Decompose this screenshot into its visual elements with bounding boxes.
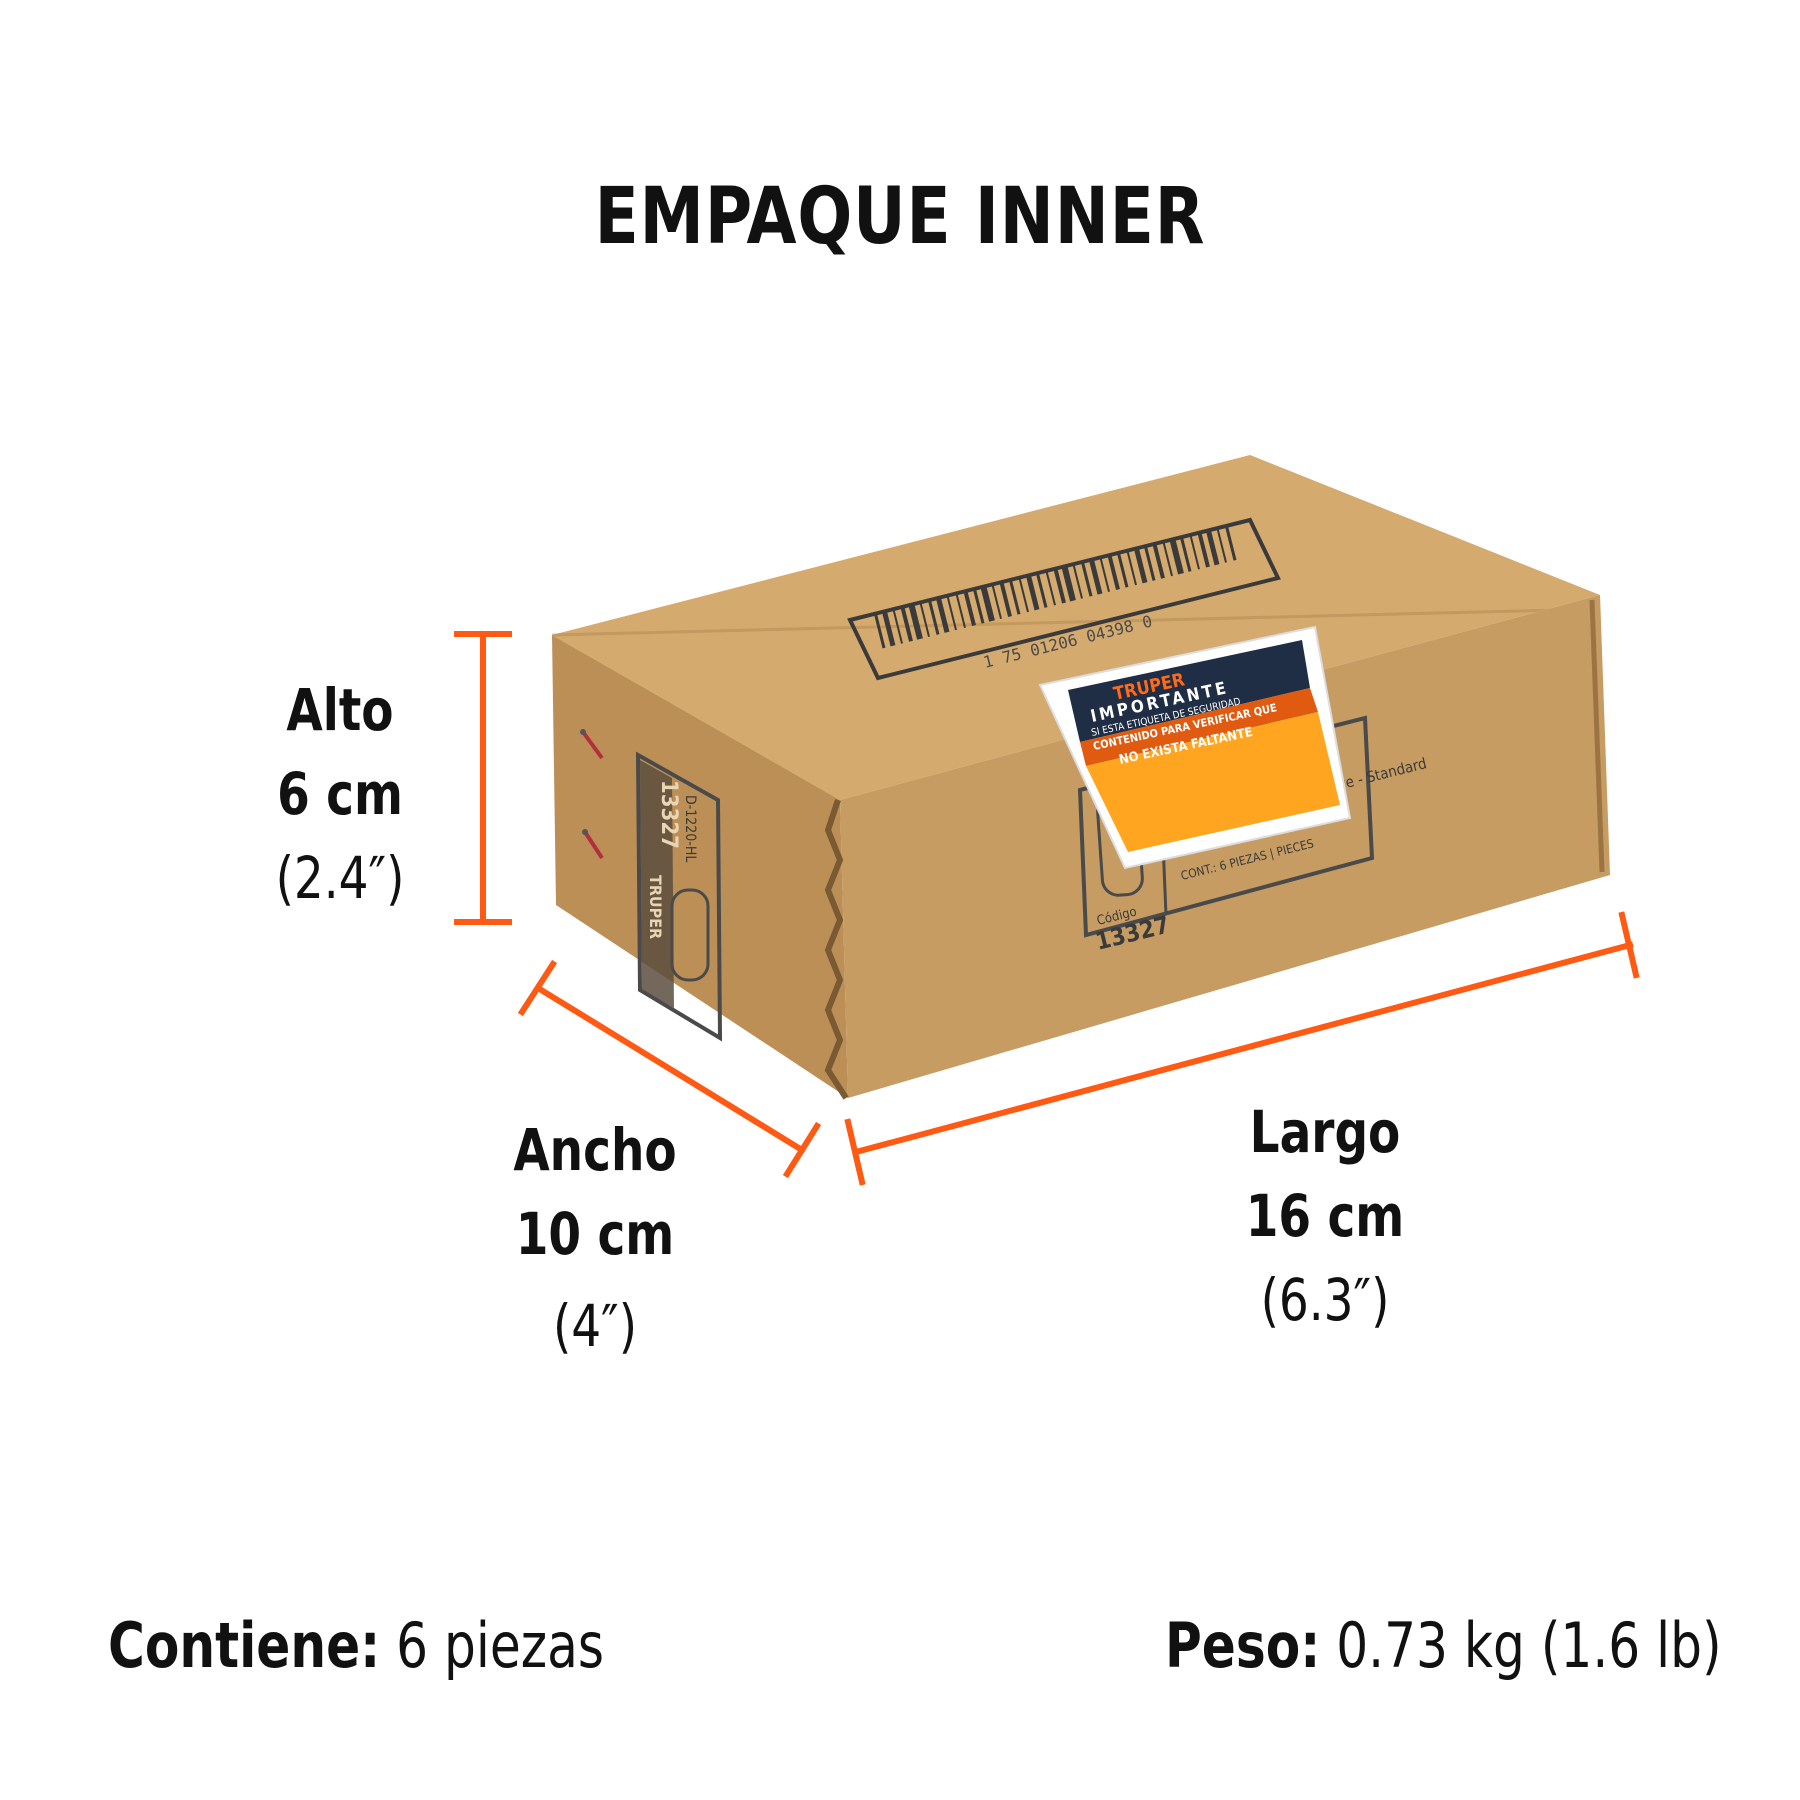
length-dimension-line (844, 911, 1640, 1186)
side-brand: TRUPER (646, 875, 665, 939)
height-name: Alto (286, 676, 394, 744)
barcode-bar (1116, 550, 1129, 588)
staple-top (580, 729, 604, 760)
barcode-bar (991, 582, 1002, 619)
width-label: Ancho 10 cm (4″) (492, 1108, 699, 1368)
staple-bottom (582, 829, 604, 860)
length-imperial: (6.3″) (1260, 1266, 1390, 1334)
barcode-bar (1133, 546, 1148, 584)
barcode-bar (919, 600, 930, 637)
barcode-bar (1061, 564, 1076, 602)
height-label: Alto 6 cm (2.4″) (250, 668, 430, 920)
barcode-bar (1216, 526, 1227, 563)
barcode-bar (1053, 566, 1066, 604)
width-name: Ancho (513, 1116, 677, 1184)
height-metric: 6 cm (277, 760, 403, 828)
box-side-face (552, 635, 848, 1098)
barcode-bar (999, 580, 1012, 617)
barcode-bar (1099, 555, 1110, 592)
side-model: D-1220-HL (682, 795, 698, 862)
barcode-bar (892, 607, 903, 644)
barcode-bar (1035, 571, 1048, 608)
barcode-bar (1152, 541, 1165, 579)
length-label: Largo 16 cm (6.3″) (1222, 1090, 1429, 1342)
barcode-bar (1143, 544, 1156, 581)
barcode-bar (1080, 559, 1093, 597)
barcode-bar (1189, 533, 1200, 570)
width-metric: 10 cm (515, 1200, 675, 1268)
barcode-bar (1008, 577, 1021, 615)
barcode-bar (927, 598, 940, 635)
box-corrugated-edge (824, 799, 849, 1100)
safety-sticker: TRUPER IMPORTANTE SI ESTA ETIQUETA DE SE… (1038, 625, 1352, 870)
barcode-bar (1224, 523, 1237, 561)
height-imperial: (2.4″) (275, 844, 405, 912)
page-title: EMPAQUE INNER (594, 172, 1206, 262)
barcode-bar (963, 589, 976, 626)
weight-info: Peso: 0.73 kg (1.6 lb) (1165, 1615, 1722, 1677)
weight-label: Peso: (1165, 1609, 1321, 1682)
barcode-bar (1107, 553, 1120, 590)
contents-label: Contiene: (108, 1609, 381, 1682)
contents-info: Contiene: 6 piezas (108, 1615, 604, 1677)
barcode-bar (1045, 569, 1056, 606)
barcode-bar (955, 591, 966, 628)
weight-value: 0.73 kg (1.6 lb) (1336, 1609, 1722, 1682)
barcode-bar (1025, 573, 1040, 611)
barcode-bar (1088, 557, 1103, 595)
barcode-bar (1205, 528, 1220, 566)
barcode-bar (980, 584, 995, 622)
side-print: 13327 D-1220-HL TRUPER (635, 751, 723, 1042)
width-imperial: (4″) (552, 1292, 638, 1360)
height-dimension-line (454, 631, 512, 925)
barcode-bar (873, 611, 886, 649)
box-top-seam (551, 608, 1561, 637)
barcode-bar (908, 602, 923, 640)
barcode-bar (1126, 548, 1137, 586)
barcode-bar (946, 593, 957, 631)
barcode-bar (935, 595, 950, 633)
barcode-bar (1162, 539, 1173, 577)
contents-value: 6 piezas (396, 1609, 605, 1682)
barcode-bar (881, 609, 896, 647)
barcode-bar (1197, 530, 1210, 568)
barcode-bar (972, 586, 985, 624)
barcode-bar (1072, 562, 1083, 599)
barcode-bar (900, 604, 913, 642)
length-name: Largo (1249, 1098, 1401, 1166)
barcode-bar (1179, 535, 1192, 572)
barcode-bar (1169, 537, 1184, 575)
length-metric: 16 cm (1245, 1182, 1405, 1250)
side-code: 13327 (656, 780, 681, 849)
barcode-bar (1018, 575, 1029, 613)
width-dimension-line (517, 959, 822, 1179)
